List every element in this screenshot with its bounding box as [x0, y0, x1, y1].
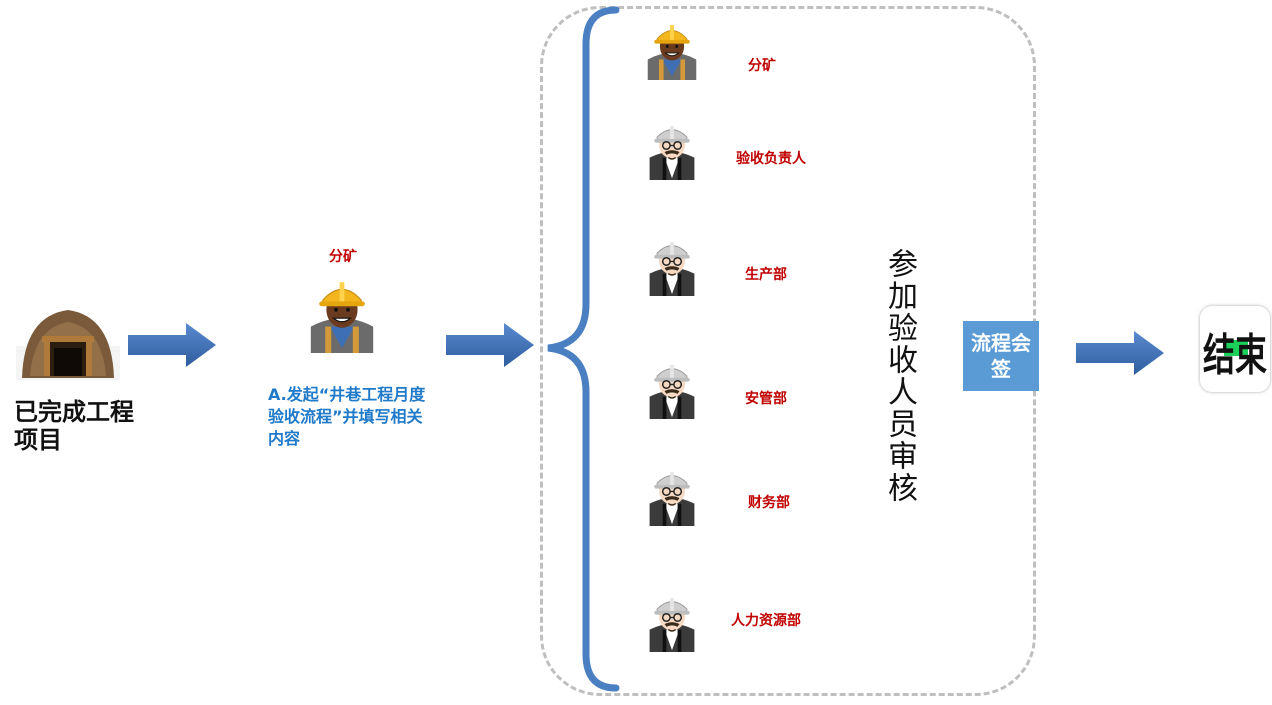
miner-avatar-icon — [310, 281, 374, 354]
reviewer-avatar-icon — [648, 241, 696, 297]
countersign-box: 流程会签 — [963, 321, 1039, 391]
reviewer-label: 验收负责人 — [736, 151, 806, 167]
reviewer-avatar-icon — [648, 597, 696, 653]
reviewer-label: 安管部 — [745, 391, 787, 407]
reviewer-label: 财务部 — [748, 495, 790, 511]
initiator-action: A.发起“井巷工程月度验收流程”并填写相关内容 — [268, 385, 426, 448]
reviewer-avatar-icon — [648, 364, 696, 420]
start-label: 已完成工程项目 — [14, 398, 134, 454]
reviewer-avatar-icon — [648, 125, 696, 181]
mine-icon — [16, 310, 120, 380]
end-glyph: 结束 — [1203, 330, 1267, 381]
arrow-to-reviewers — [446, 323, 534, 367]
reviewer-avatar-icon — [648, 471, 696, 527]
end-label: 结束 — [1203, 330, 1267, 381]
reviewer-label: 生产部 — [745, 267, 787, 283]
arrow-to-initiator — [128, 323, 216, 367]
arrow-to-end — [1076, 331, 1164, 375]
end-node: 结束 — [1200, 306, 1270, 392]
reviewer-label: 分矿 — [748, 58, 776, 74]
reviewer-label: 人力资源部 — [731, 613, 801, 629]
panel-title: 参加验收人员审核 — [882, 248, 917, 504]
brace-icon — [547, 6, 620, 692]
initiator-role: 分矿 — [329, 249, 357, 265]
reviewer-avatar-icon — [647, 24, 697, 81]
